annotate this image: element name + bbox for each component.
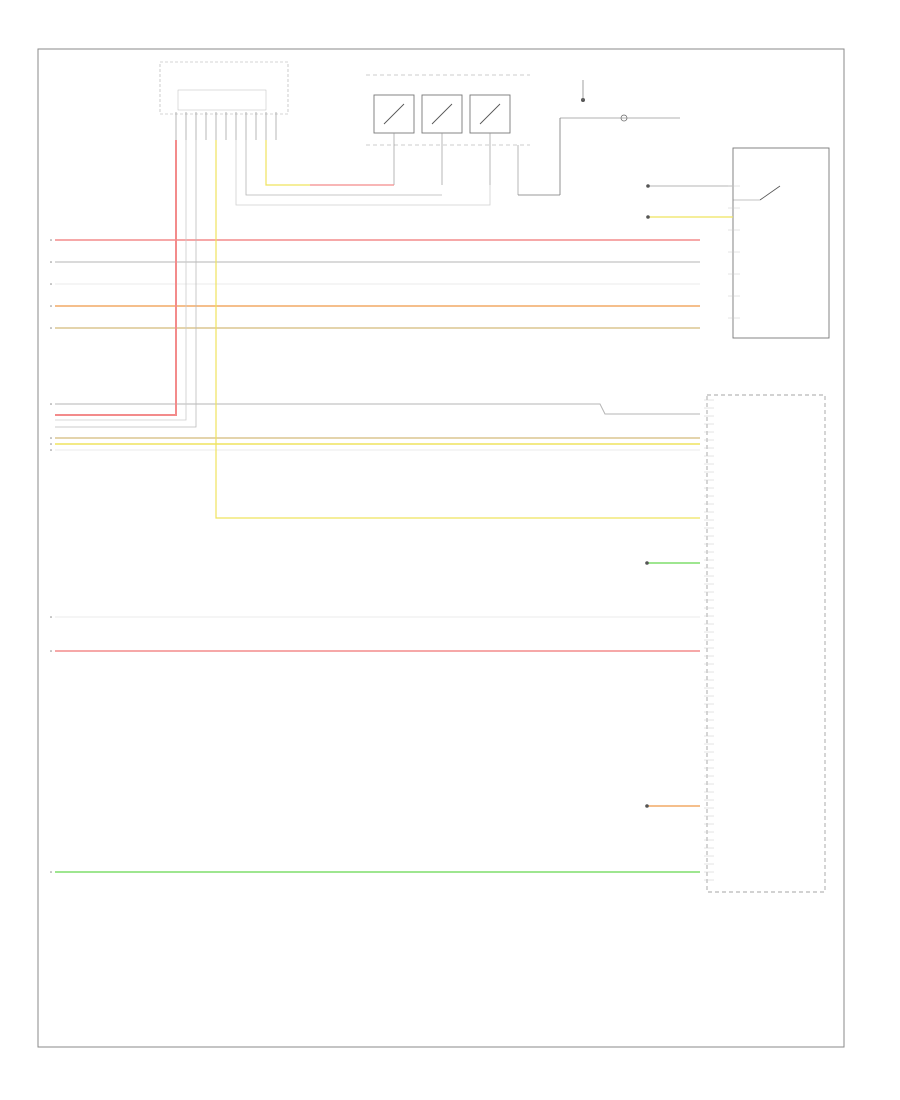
wire-terminal-w7 xyxy=(50,437,52,439)
wire-terminal-w13 xyxy=(50,650,52,652)
vertical-feeds xyxy=(55,140,700,519)
wire-terminal-w2 xyxy=(50,261,52,263)
sport-mode-switch xyxy=(366,74,530,195)
shift-lever-connectors xyxy=(235,140,491,206)
wire-terminal-w12 xyxy=(50,616,52,618)
starter-system xyxy=(646,184,733,219)
shift-lever-switch xyxy=(159,61,289,140)
wire-terminal-w5 xyxy=(50,327,52,329)
ground xyxy=(518,80,680,196)
wire-terminal-w6 xyxy=(50,403,52,405)
wire-terminal-w15 xyxy=(50,871,52,873)
transmission-control-module xyxy=(706,394,826,893)
power-distribution-a xyxy=(645,561,700,565)
tcm-pin-column xyxy=(704,185,740,881)
wire-harness xyxy=(50,239,700,873)
wire-terminal-w3 xyxy=(50,283,52,285)
power-distribution-b xyxy=(645,804,700,808)
wire-terminal-w1 xyxy=(50,239,52,241)
transmission-range-switch xyxy=(732,147,830,339)
wire-terminal-w4 xyxy=(50,305,52,307)
diagram-frame xyxy=(37,48,845,1048)
wire-terminal-w8 xyxy=(50,443,52,445)
wire-terminal-w9 xyxy=(50,449,52,451)
wire-w6 xyxy=(55,403,700,415)
